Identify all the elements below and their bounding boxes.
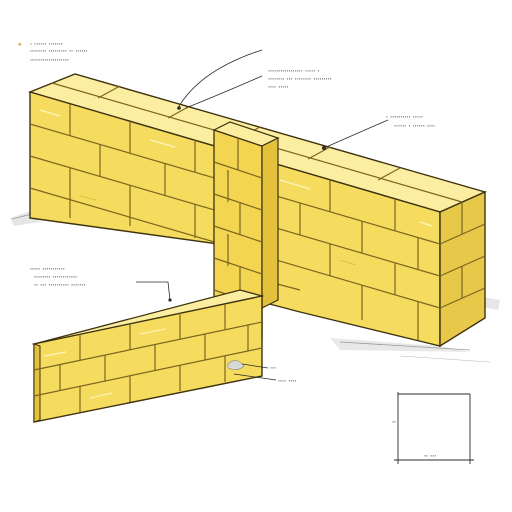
top-callout-line-3: ꞏꞏꞏꞏ ꞏꞏꞏꞏꞏ (268, 84, 289, 91)
bottom-callout-line-1: ꞏꞏꞏ (270, 365, 276, 372)
scale-left-label: ꞏꞏ (392, 419, 396, 426)
legend-top-left: ● ꞏ ꞏꞏꞏꞏꞏꞏ ꞏꞏꞏꞏꞏꞏꞏ ꞏꞏꞏꞏꞏꞏꞏꞏ ꞏꞏꞏꞏꞏꞏꞏꞏꞏ ꞏꞏ… (18, 41, 88, 64)
left-callout-line-3: ꞏꞏ ꞏꞏꞏ ꞏꞏꞏꞏꞏꞏꞏꞏꞏꞏ ꞏꞏꞏꞏꞏꞏꞏ (34, 282, 86, 289)
callout-leaders (136, 49, 389, 381)
legend-line-3: ꞏꞏꞏꞏꞏꞏꞏꞏꞏꞏꞏꞏꞏꞏꞏꞏꞏꞏꞏ (30, 57, 69, 64)
left-callout-line-2: ꞏꞏꞏꞏꞏꞏꞏꞏ ꞏꞏꞏꞏꞏꞏꞏꞏꞏꞏꞏꞏ (34, 274, 77, 281)
scale-labels: ꞏꞏ ꞏꞏ ꞏꞏꞏ (392, 419, 436, 460)
right-callout-line-2: ꞏꞏꞏꞏꞏꞏ ꞏ ꞏꞏꞏꞏꞏꞏ ꞏꞏꞏꞏ (394, 123, 435, 130)
bottom-callout-label: ꞏꞏꞏ ꞏꞏꞏꞏ ꞏꞏꞏꞏ (270, 365, 297, 385)
left-callout-line-1: ꞏꞏꞏꞏꞏ ꞏꞏꞏꞏꞏꞏꞏꞏꞏꞏꞏ (30, 266, 65, 273)
legend-line-2: ꞏꞏꞏꞏꞏꞏꞏꞏ ꞏꞏꞏꞏꞏꞏꞏꞏꞏ ꞏꞏ ꞏꞏꞏꞏꞏꞏ (30, 48, 88, 55)
legend-line-1: ꞏ ꞏꞏꞏꞏꞏꞏ ꞏꞏꞏꞏꞏꞏꞏ (30, 41, 63, 48)
bottom-callout-line-2: ꞏꞏꞏꞏ ꞏꞏꞏꞏ (278, 378, 297, 385)
top-callout-line-2: ꞏꞏꞏꞏꞏꞏꞏꞏ ꞏꞏꞏ ꞏꞏꞏꞏꞏꞏꞏꞏ ꞏꞏꞏꞏꞏꞏꞏꞏꞏ (268, 76, 332, 83)
right-callout-label: ꞏ ꞏꞏꞏꞏꞏꞏꞏꞏꞏꞏ ꞏꞏꞏꞏꞏ ꞏꞏꞏꞏꞏꞏ ꞏ ꞏꞏꞏꞏꞏꞏ ꞏꞏꞏꞏ (386, 114, 435, 130)
top-callout-label: ꞏꞏꞏꞏꞏꞏꞏꞏꞏꞏꞏꞏꞏꞏꞏꞏꞏ ꞏꞏꞏꞏꞏ ꞏ ꞏꞏꞏꞏꞏꞏꞏꞏ ꞏꞏꞏ ꞏ… (268, 68, 332, 91)
right-callout-line-1: ꞏ ꞏꞏꞏꞏꞏꞏꞏꞏꞏꞏ ꞏꞏꞏꞏꞏ (386, 114, 423, 121)
scale-bracket-icon (394, 392, 474, 464)
top-left-legend-bullet-icon: ● (18, 42, 22, 48)
side-wall (31, 289, 265, 423)
left-callout-label: ꞏꞏꞏꞏꞏ ꞏꞏꞏꞏꞏꞏꞏꞏꞏꞏꞏ ꞏꞏꞏꞏꞏꞏꞏꞏ ꞏꞏꞏꞏꞏꞏꞏꞏꞏꞏꞏꞏ … (30, 266, 86, 289)
top-callout-line-1: ꞏꞏꞏꞏꞏꞏꞏꞏꞏꞏꞏꞏꞏꞏꞏꞏꞏ ꞏꞏꞏꞏꞏ ꞏ (268, 68, 319, 75)
scale-bottom-label: ꞏꞏ ꞏꞏꞏ (424, 453, 436, 460)
